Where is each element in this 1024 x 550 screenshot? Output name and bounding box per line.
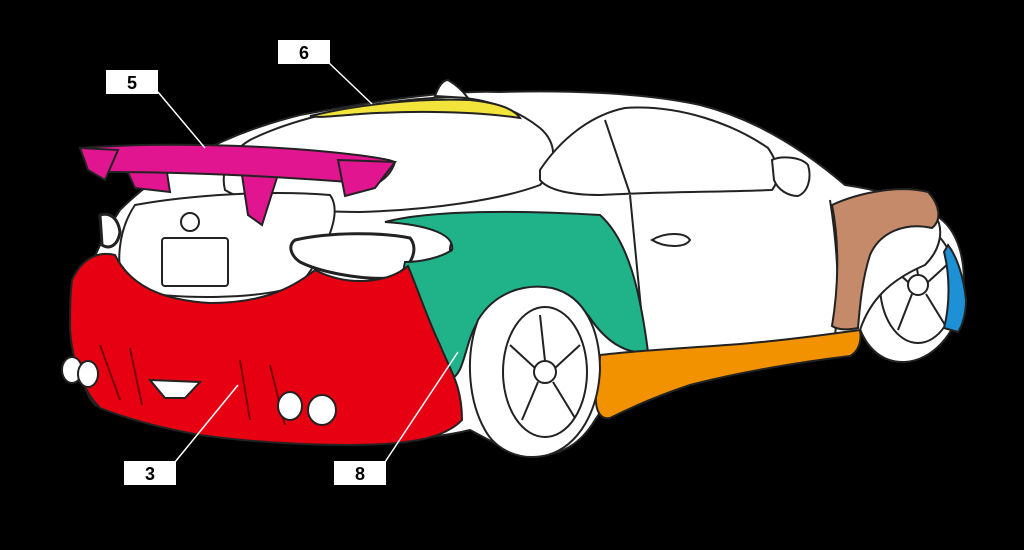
leader-line-5	[157, 91, 206, 149]
callout-8-box	[334, 461, 386, 485]
rear-wheel	[469, 285, 602, 458]
side-skirt	[594, 328, 862, 420]
rear-diffuser	[99, 344, 286, 426]
rear-spokes	[509, 314, 581, 421]
callout-3-box	[124, 461, 176, 485]
tail-light-left	[98, 212, 122, 249]
callout-3: 3	[124, 461, 176, 485]
callout-5-box	[106, 70, 158, 94]
door-handle	[650, 233, 692, 247]
callout-3-label: 3	[145, 464, 155, 484]
callout-5: 5	[106, 70, 158, 94]
wing-plane	[78, 143, 397, 186]
wing-endplate-right	[336, 158, 397, 198]
callout-5-label: 5	[127, 73, 137, 93]
leader-line-8	[384, 351, 459, 463]
rear-wing	[78, 143, 397, 227]
exhaust-tips	[61, 356, 337, 426]
leader-line-6	[327, 61, 373, 105]
leader-line-3	[174, 384, 239, 463]
callout-6: 6	[278, 40, 330, 64]
wing-endplate-left	[78, 146, 120, 182]
callout-6-box	[278, 40, 330, 64]
window-pillar	[604, 119, 631, 195]
rear-hub	[533, 360, 557, 384]
roof-spoiler	[309, 98, 523, 120]
leader-lines	[157, 61, 459, 463]
callout-8: 8	[334, 461, 386, 485]
side-mirror	[770, 156, 811, 198]
roof-antenna	[433, 78, 471, 100]
callout-8-label: 8	[355, 464, 365, 484]
rear-emblem	[180, 212, 200, 232]
front-fender	[830, 188, 940, 331]
front-hub	[907, 274, 929, 296]
front-bumper	[942, 243, 968, 334]
callout-6-label: 6	[299, 43, 309, 63]
license-plate	[161, 237, 229, 287]
